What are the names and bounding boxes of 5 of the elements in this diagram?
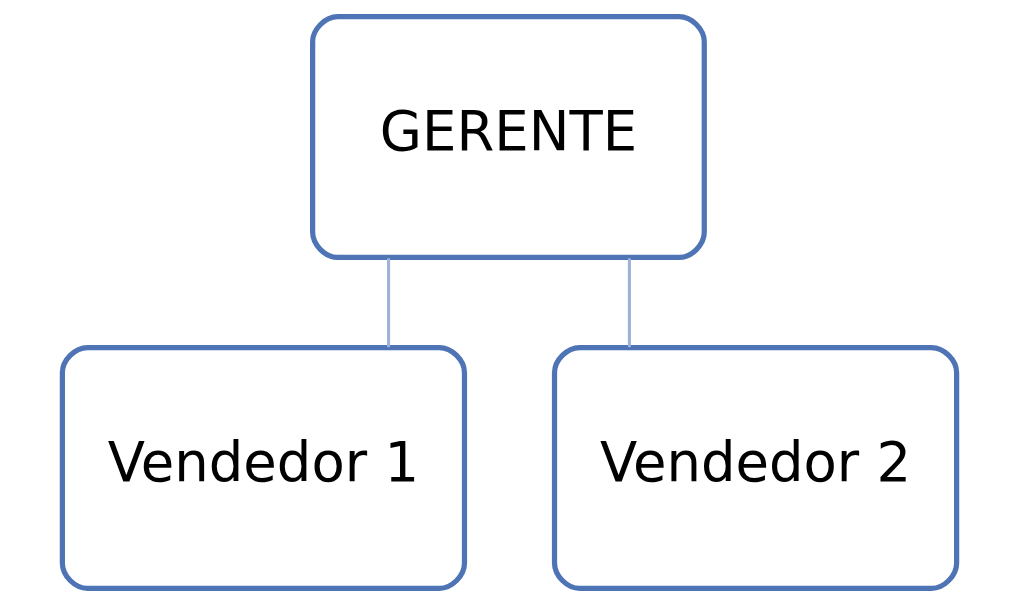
connector [387,258,391,348]
node-box: GERENTE [310,14,707,261]
node-box: Vendedor 2 [551,344,960,591]
node-box: Vendedor 1 [59,344,468,591]
connector [627,258,631,348]
